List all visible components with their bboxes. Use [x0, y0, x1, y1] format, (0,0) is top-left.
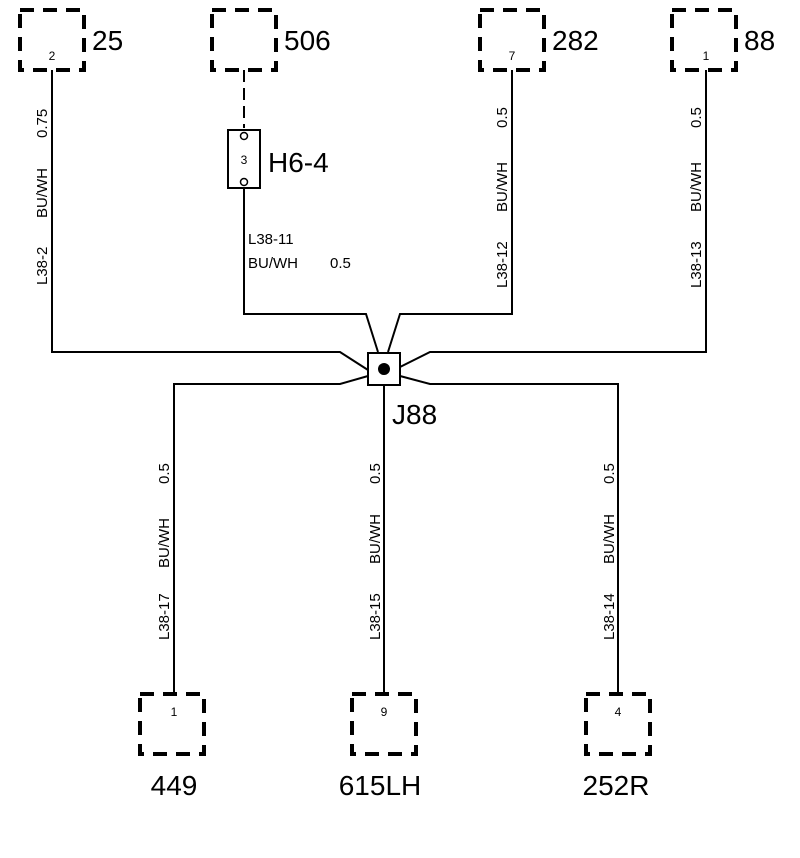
- connector-25: 2 25: [18, 8, 123, 72]
- inline-connector-pin: 3: [241, 153, 248, 167]
- wire-l38-17-circuit: L38-17: [156, 593, 173, 640]
- wire-l38-13-size: 0.5: [688, 107, 705, 128]
- connector-252r-label: 252R: [583, 770, 650, 801]
- wire-l38-15: L38-15 BU/WH 0.5: [367, 386, 385, 694]
- wire-l38-2-size: 0.75: [34, 109, 51, 138]
- connector-88: 1 88: [670, 8, 775, 72]
- wire-l38-11-color: BU/WH: [248, 255, 298, 272]
- wire-l38-13-color: BU/WH: [688, 162, 705, 212]
- wire-l38-12-circuit: L38-12: [494, 241, 511, 288]
- connector-449: 1 449: [138, 692, 206, 801]
- wire-l38-15-color: BU/WH: [367, 514, 384, 564]
- connector-252r: 4 252R: [583, 692, 652, 801]
- wire-l38-13-circuit: L38-13: [688, 241, 705, 288]
- connector-25-label: 25: [92, 25, 123, 56]
- wire-l38-11-circuit: L38-11: [248, 231, 294, 248]
- wire-l38-14-size: 0.5: [601, 463, 618, 484]
- inline-connector-h6-4: 3 H6-4: [227, 70, 329, 189]
- wire-l38-15-size: 0.5: [367, 463, 384, 484]
- connector-282-pin: 7: [509, 49, 516, 63]
- wire-l38-12-color: BU/WH: [494, 162, 511, 212]
- wire-l38-15-circuit: L38-15: [367, 593, 384, 640]
- connector-25-pin: 2: [49, 49, 56, 63]
- splice-label: J88: [392, 399, 437, 430]
- wire-l38-17-size: 0.5: [156, 463, 173, 484]
- wire-l38-17-color: BU/WH: [156, 518, 173, 568]
- wire-l38-14: L38-14 BU/WH 0.5: [399, 375, 619, 694]
- wire-l38-2-color: BU/WH: [34, 168, 51, 218]
- connector-88-label: 88: [744, 25, 775, 56]
- splice-j88: J88: [367, 352, 437, 430]
- inline-connector-label: H6-4: [268, 147, 329, 178]
- connector-449-label: 449: [151, 770, 198, 801]
- connector-506: 506: [210, 8, 331, 72]
- connector-282-label: 282: [552, 25, 599, 56]
- wire-l38-11-size: 0.5: [330, 255, 351, 272]
- connector-252r-pin: 4: [615, 705, 622, 719]
- wire-l38-17: L38-17 BU/WH 0.5: [156, 375, 369, 694]
- connector-615lh-label: 615LH: [339, 770, 422, 801]
- splice-dot-icon: [378, 363, 390, 375]
- connector-506-label: 506: [284, 25, 331, 56]
- wire-l38-14-color: BU/WH: [601, 514, 618, 564]
- wire-l38-13: L38-13 BU/WH 0.5: [397, 70, 707, 369]
- wire-l38-14-circuit: L38-14: [601, 593, 618, 640]
- connector-88-pin: 1: [703, 49, 710, 63]
- wire-l38-12-size: 0.5: [494, 107, 511, 128]
- wire-l38-12: L38-12 BU/WH 0.5: [387, 70, 513, 353]
- connector-615lh-pin: 9: [381, 705, 388, 719]
- connector-449-pin: 1: [171, 705, 178, 719]
- wire-l38-2-circuit: L38-2: [34, 247, 51, 285]
- connector-615lh: 9 615LH: [339, 692, 422, 801]
- wire-l38-11: L38-11 BU/WH 0.5: [243, 188, 379, 353]
- wire-l38-2: L38-2 BU/WH 0.75: [34, 70, 369, 371]
- connector-282: 7 282: [478, 8, 599, 72]
